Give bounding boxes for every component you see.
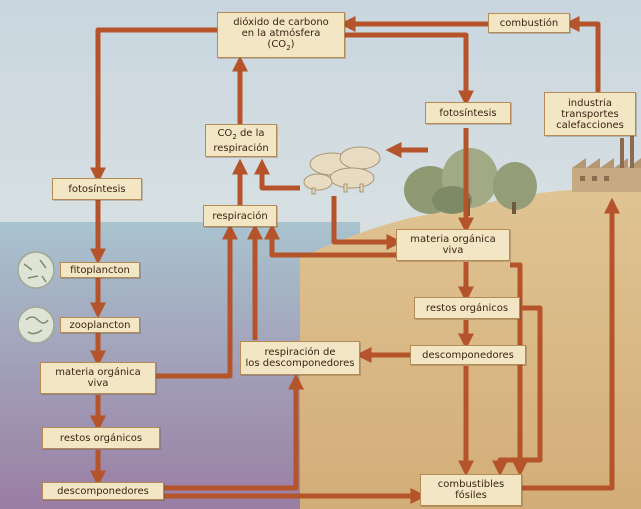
- industry-line3: calefacciones: [556, 119, 624, 131]
- organic-remains-land-box: restos orgánicos: [414, 297, 520, 319]
- arrow-decomposers-sea-to-decomprespiration: [164, 373, 305, 491]
- organic-matter-sea-box: materia orgánica viva: [40, 362, 156, 394]
- decomposers-sea-label: descomponedores: [57, 485, 149, 497]
- industry-line2: transportes: [561, 108, 619, 120]
- arrow-animals-to-organic-land: [331, 196, 403, 251]
- fossil-fuels-line1: combustibles: [437, 479, 505, 490]
- arrow-organic-land-to-respiration: [263, 223, 396, 258]
- organic-matter-sea-line1: materia orgánica: [55, 367, 141, 378]
- decomposers-sea-box: descomponedores: [42, 482, 164, 500]
- respiration-box: respiración: [203, 205, 277, 227]
- arrow-co2-to-photosynthesis-land: [340, 32, 475, 107]
- arrow-organic-land-to-fossil: [510, 262, 529, 477]
- co2-atmosphere-formula: (CO2): [267, 38, 295, 52]
- decomposers-land-box: descomponedores: [410, 345, 526, 365]
- industry-box: industria transportes calefacciones: [544, 92, 636, 136]
- organic-matter-sea-line2: viva: [87, 378, 109, 389]
- organic-remains-sea-label: restos orgánicos: [59, 432, 143, 444]
- decomposer-respiration-box: respiración de los descomponedores: [240, 341, 360, 375]
- zooplankton-box: zooplancton: [60, 317, 140, 333]
- arrow-co2-to-photosynthesis-sea: [89, 27, 218, 184]
- photosynthesis-land-label: fotosíntesis: [439, 107, 497, 119]
- photosynthesis-sea-box: fotosíntesis: [52, 178, 142, 200]
- arrow-industry-to-combustion: [563, 15, 601, 92]
- co2-respiration-line1: CO2 de la: [217, 127, 265, 141]
- organic-matter-land-line1: materia orgánica: [410, 234, 496, 245]
- factory-illustration: [572, 132, 641, 192]
- decomposer-respiration-line2: los descomponedores: [245, 358, 355, 369]
- respiration-label: respiración: [212, 210, 268, 222]
- phytoplankton-illustration: [17, 251, 55, 289]
- phytoplankton-box: fitoplancton: [60, 262, 140, 278]
- decomposers-land-label: descomponedores: [422, 349, 514, 361]
- organic-matter-land-box: materia orgánica viva: [396, 229, 510, 261]
- trees-illustration: [404, 148, 537, 216]
- cattle-illustration: [303, 146, 381, 195]
- phytoplankton-label: fitoplancton: [70, 264, 130, 276]
- zooplankton-illustration: [17, 306, 55, 344]
- arrow-remains-land-to-fossil: [491, 305, 543, 477]
- fossil-fuels-line2: fósiles: [455, 490, 487, 501]
- co2-respiration-box: CO2 de la respiración: [205, 124, 277, 157]
- arrow-fossil-to-industry: [522, 197, 621, 491]
- co2-atmosphere-box: dióxido de carbono en la atmósfera (CO2): [217, 12, 345, 58]
- photosynthesis-land-box: fotosíntesis: [425, 102, 511, 124]
- zooplankton-label: zooplancton: [69, 319, 131, 331]
- organic-matter-land-line2: viva: [442, 245, 464, 256]
- organic-remains-sea-box: restos orgánicos: [42, 427, 160, 449]
- co2-atmosphere-line1: dióxido de carbono: [233, 16, 329, 28]
- co2-respiration-line2: respiración: [213, 142, 269, 154]
- decomposer-respiration-line1: respiración de: [264, 347, 336, 358]
- fossil-fuels-box: combustibles fósiles: [420, 474, 522, 506]
- organic-remains-land-label: restos orgánicos: [425, 302, 509, 314]
- industry-line1: industria: [568, 97, 612, 109]
- arrow-organic-sea-to-respiration: [156, 223, 239, 379]
- co2-atmosphere-line2: en la atmósfera: [241, 27, 321, 39]
- photosynthesis-sea-label: fotosíntesis: [68, 183, 126, 195]
- flow-arrows: [89, 15, 621, 505]
- arrow-animals-to-co2respiration: [253, 158, 300, 191]
- combustion-box: combustión: [488, 13, 570, 33]
- combustion-label: combustión: [499, 17, 559, 29]
